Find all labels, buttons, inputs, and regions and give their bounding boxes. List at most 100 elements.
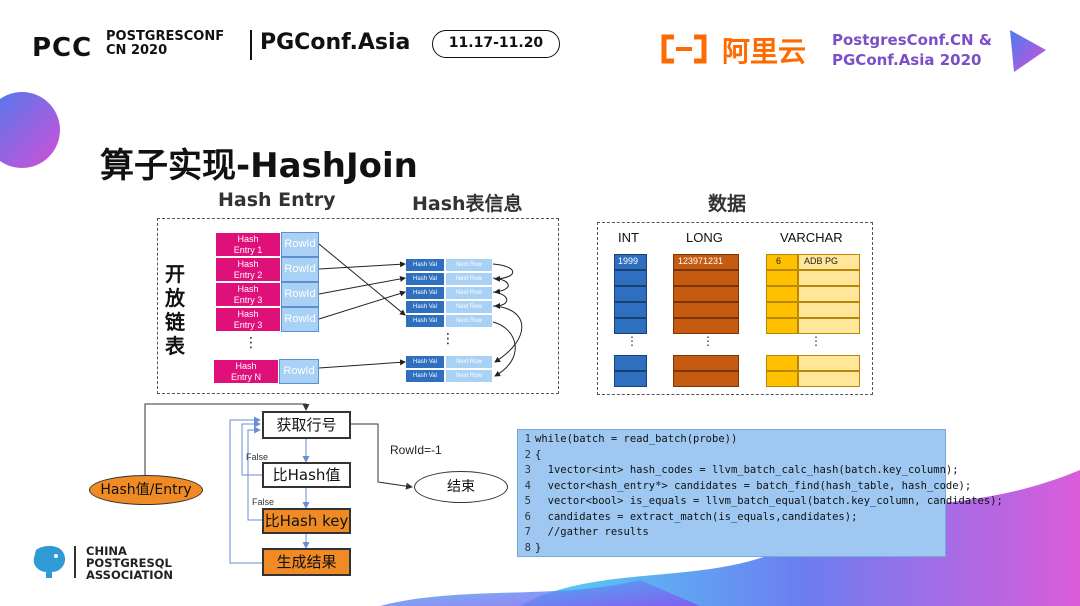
int-cell — [614, 355, 647, 371]
varchar-len-cell — [766, 355, 798, 371]
hash-entry-1-rowid: RowId — [281, 232, 319, 257]
varchar-value-cell — [798, 355, 860, 371]
varchar-len-cell — [766, 270, 798, 286]
step-get-row-id: 获取行号 — [262, 411, 351, 439]
varchar-value-cell — [798, 270, 860, 286]
open-chain-label: 开 放 链 表 — [165, 262, 189, 358]
cpa-line1: CHINA — [86, 544, 127, 558]
long-cell — [673, 318, 739, 334]
hash-val-cell-3: Hash Val — [405, 286, 445, 300]
code-line-7: 7 //gather results — [518, 525, 947, 541]
long-cell — [673, 270, 739, 286]
pgconf-asia-logo: PGConf.Asia — [260, 30, 411, 55]
data-header: 数据 — [708, 193, 747, 215]
hash-entry-n-rowid: RowId — [279, 359, 319, 384]
code-line-2: 2{ — [518, 448, 947, 464]
int-cell — [614, 270, 647, 286]
chain-char-4: 表 — [165, 334, 185, 358]
hash-entry-header: Hash Entry — [218, 189, 336, 211]
code-text: 1vector<int> hash_codes = llvm_batch_cal… — [535, 464, 959, 476]
hash-entry-2-rowid: RowId — [281, 257, 319, 282]
line-number: 4 — [524, 479, 531, 492]
varchar-column-label: VARCHAR — [780, 230, 843, 245]
code-text: //gather results — [535, 526, 649, 538]
footer-divider — [74, 546, 76, 578]
code-line-6: 6 candidates = extract_match(is_equals,c… — [518, 510, 947, 526]
line-number: 3 — [524, 464, 531, 476]
int-cell — [614, 371, 647, 387]
hash-entry-4: Hash Entry 3 — [215, 307, 281, 332]
hash-structure-frame — [157, 218, 559, 394]
code-text: { — [535, 448, 542, 461]
cpa-logo-text: CHINA POSTGRESQL ASSOCIATION — [86, 545, 173, 581]
hash-entry-input-oval: Hash值/Entry — [89, 475, 203, 505]
varchar-len-cell — [766, 286, 798, 302]
varchar-ellipsis: ⋮ — [810, 334, 822, 348]
hash-entry-1: Hash Entry 1 — [215, 232, 281, 257]
pcc-logo: PCC — [32, 33, 93, 63]
int-cell-value: 1999 — [614, 254, 647, 270]
code-text: vector<hash_entry*> candidates = batch_f… — [535, 479, 972, 492]
data-frame — [597, 222, 873, 395]
int-ellipsis: ⋮ — [626, 334, 638, 348]
hash-entry-2: Hash Entry 2 — [215, 257, 281, 282]
end-oval: 结束 — [414, 471, 508, 503]
long-cell — [673, 286, 739, 302]
int-cell — [614, 286, 647, 302]
code-line-4: 4 vector<hash_entry*> candidates = batch… — [518, 479, 972, 495]
varchar-len-cell — [766, 318, 798, 334]
hash-table-ellipsis: ⋮ — [441, 331, 455, 347]
code-line-3: 3 1vector<int> hash_codes = llvm_batch_c… — [518, 463, 959, 479]
rowid-condition-label: RowId=-1 — [390, 443, 442, 457]
long-column-label: LONG — [686, 230, 723, 245]
pgconf-cn-logo: PostgresConf.CN & PGConf.Asia 2020 — [832, 30, 992, 70]
hash-entry-3: Hash Entry 3 — [215, 282, 281, 307]
pgcn-line2: PGConf.Asia 2020 — [832, 51, 982, 69]
next-row-cell-7: Next Row — [445, 369, 493, 383]
chain-char-3: 链 — [165, 310, 185, 334]
hash-entry-n: Hash Entry N — [213, 359, 279, 384]
pcc-subtitle: POSTGRESCONF CN 2020 — [106, 30, 224, 58]
long-cell — [673, 355, 739, 371]
int-cell — [614, 302, 647, 318]
chain-char-1: 开 — [165, 262, 185, 286]
code-text: candidates = extract_match(is_equals,can… — [535, 510, 858, 523]
next-row-cell-6: Next Row — [445, 355, 493, 369]
step-generate-result: 生成结果 — [262, 548, 351, 576]
hash-table-info-header: Hash表信息 — [412, 193, 523, 215]
line-number: 7 — [524, 526, 531, 538]
varchar-value-cell: ADB PG — [798, 254, 860, 270]
hash-val-cell-2: Hash Val — [405, 272, 445, 286]
hash-val-cell-5: Hash Val — [405, 314, 445, 328]
long-cell-value: 123971231 — [673, 254, 739, 270]
line-number: 2 — [524, 448, 531, 461]
next-row-cell-1: Next Row — [445, 258, 493, 272]
false-label-2: False — [252, 497, 275, 507]
step-compare-hash-key: 比Hash key — [262, 508, 351, 534]
varchar-value-cell — [798, 371, 860, 387]
next-row-cell-3: Next Row — [445, 286, 493, 300]
chain-char-2: 放 — [165, 286, 185, 310]
hash-val-cell-7: Hash Val — [405, 369, 445, 383]
next-row-cell-2: Next Row — [445, 272, 493, 286]
aliyun-icon — [661, 34, 707, 64]
int-column-label: INT — [618, 230, 639, 245]
code-line-5: 5 vector<bool> is_equals = llvm_batch_eq… — [518, 494, 1003, 510]
date-badge: 11.17-11.20 — [432, 30, 560, 58]
varchar-len-cell — [766, 371, 798, 387]
next-row-cell-4: Next Row — [445, 300, 493, 314]
cpa-line2: POSTGRESQL — [86, 556, 172, 570]
deco-wave-bottom-2 — [380, 580, 700, 606]
long-cell — [673, 371, 739, 387]
code-text: while(batch = read_batch(probe)) — [535, 433, 738, 445]
step-compare-hash: 比Hash值 — [262, 462, 351, 488]
next-row-cell-5: Next Row — [445, 314, 493, 328]
pgcn-line1: PostgresConf.CN & — [832, 31, 992, 49]
false-label-1: False — [246, 452, 269, 462]
int-cell — [614, 318, 647, 334]
hash-entry-4-rowid: RowId — [281, 307, 319, 332]
hash-entry-ellipsis: ⋮ — [244, 335, 258, 351]
varchar-value-cell — [798, 318, 860, 334]
